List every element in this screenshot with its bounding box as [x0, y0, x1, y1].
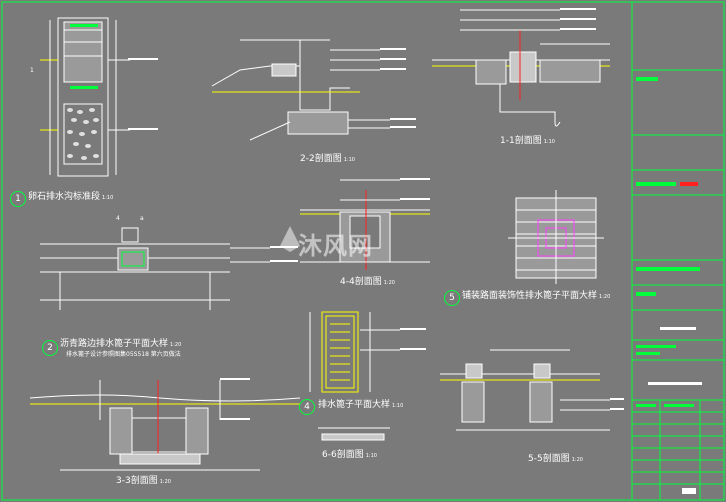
detail-number-1: 1	[10, 191, 26, 207]
detail-5-brick-plan	[508, 190, 604, 284]
section-1-1-title-text: 1-1剖面图	[500, 136, 542, 146]
section-5-5-title-text: 5-5剖面图	[528, 454, 570, 464]
watermark-text: 沐风网	[298, 232, 373, 260]
detail-5-scale: 1:20	[599, 294, 611, 300]
detail-number-5: 5	[444, 290, 460, 306]
detail-2-note: 排水篦子设计参照图集05S518 第六页做法	[66, 351, 181, 358]
detail-5-title-text: 铺装路面装饰性排水篦子平面大样	[462, 291, 598, 301]
detail-number-4: 4	[299, 399, 315, 415]
detail-4-dims	[309, 312, 400, 392]
detail-1-scale: 1:10	[102, 195, 114, 201]
section-4-4-scale: 1:20	[383, 280, 395, 286]
section-mark-4: 4	[116, 215, 120, 222]
section-mark-a: a	[140, 215, 144, 222]
detail-1-pebble-pattern	[67, 108, 99, 160]
detail-1-ditch-section	[40, 17, 130, 177]
detail-1-green-bars	[70, 24, 98, 89]
detail-1-title-text: 卵石排水沟标准段	[28, 192, 101, 202]
section-3-3-scale: 1:20	[159, 479, 171, 485]
section-4-4	[300, 179, 430, 270]
watermark-logo-icon	[280, 226, 300, 252]
section-5-5	[440, 349, 610, 431]
section-6-6-scale: 1:10	[365, 453, 377, 459]
section-3-3-title-text: 3-3剖面图	[116, 476, 158, 486]
detail-4-title-text: 排水篦子平面大样	[318, 400, 391, 410]
detail-2-title-text: 沥青路边排水篦子平面大样	[60, 339, 169, 349]
title-block	[631, 2, 724, 500]
section-5-5-scale: 1:20	[571, 457, 583, 463]
section-1-1	[432, 9, 610, 127]
section-1-1-scale: 1:10	[543, 139, 555, 145]
detail-4-grate	[321, 311, 359, 393]
section-2-2	[211, 39, 390, 141]
section-3-3	[29, 380, 301, 471]
detail-2-scale: 1:20	[170, 342, 182, 348]
detail-2-grate-plan	[40, 227, 270, 310]
title-block-fills	[636, 77, 702, 494]
section-6-6-title-text: 6-6剖面图	[322, 450, 364, 460]
detail-number-2: 2	[42, 340, 58, 356]
section-6-6	[318, 427, 390, 441]
section-mark-1: 1	[30, 67, 34, 74]
detail-4-scale: 1:10	[392, 403, 404, 409]
section-2-2-title-text: 2-2剖面图	[300, 154, 342, 164]
section-2-2-scale: 1:10	[343, 157, 355, 163]
section-4-4-title-text: 4-4剖面图	[340, 277, 382, 287]
